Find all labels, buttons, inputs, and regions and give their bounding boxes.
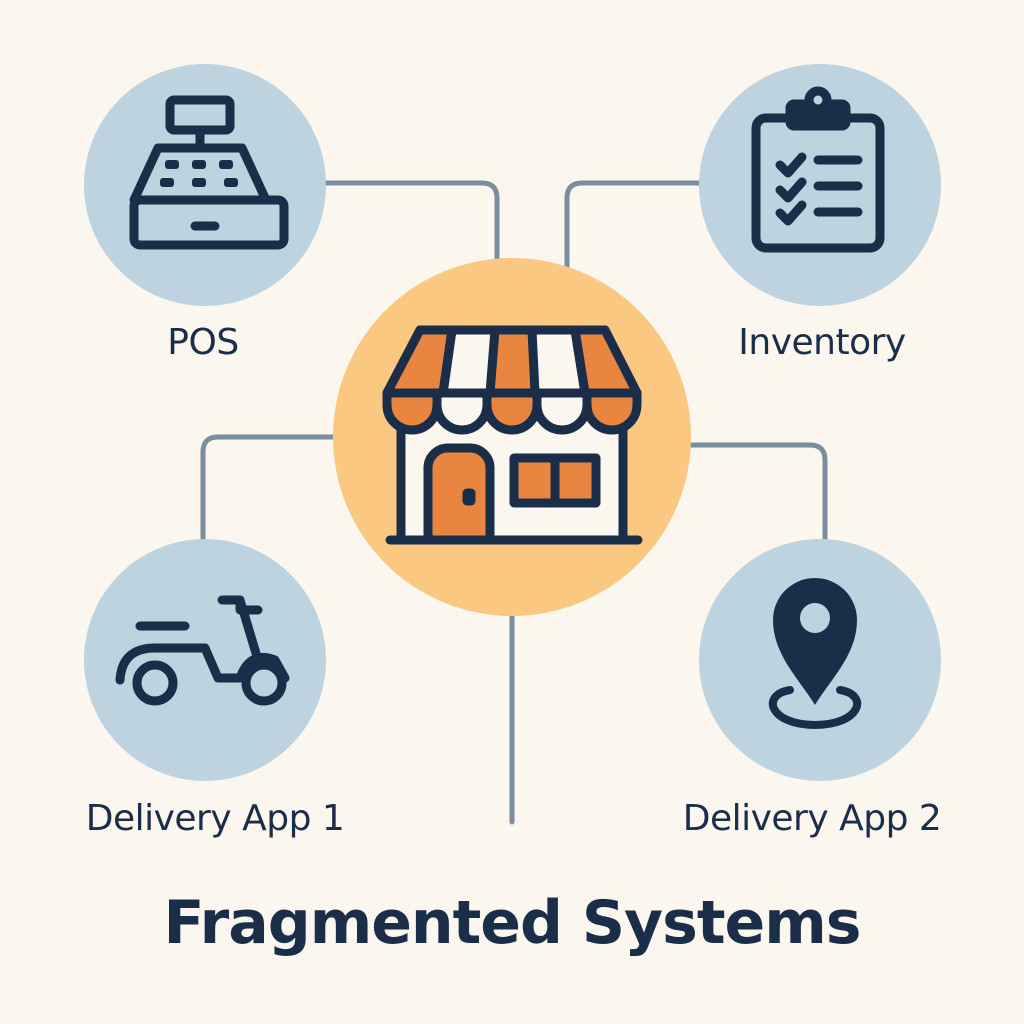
map-pin-icon [768,578,862,730]
node-label-inventory: Inventory [738,322,906,363]
node-label-pos: POS [167,322,239,363]
node-label-delivery-app-1: Delivery App 1 [85,798,345,839]
diagram-title: Fragmented Systems [163,888,862,958]
cash-register-icon [129,95,289,250]
connector-delivery-2 [687,442,828,548]
connector-pos [322,180,500,268]
scooter-icon [115,595,290,706]
clipboard-checklist-icon [751,86,885,253]
connector-delivery-1 [200,434,336,548]
node-label-delivery-app-2: Delivery App 2 [682,798,942,839]
connector-inventory [564,180,703,271]
delivery-app-1-node-circle [84,539,326,781]
connectors [200,180,828,825]
storefront-icon [382,325,643,545]
